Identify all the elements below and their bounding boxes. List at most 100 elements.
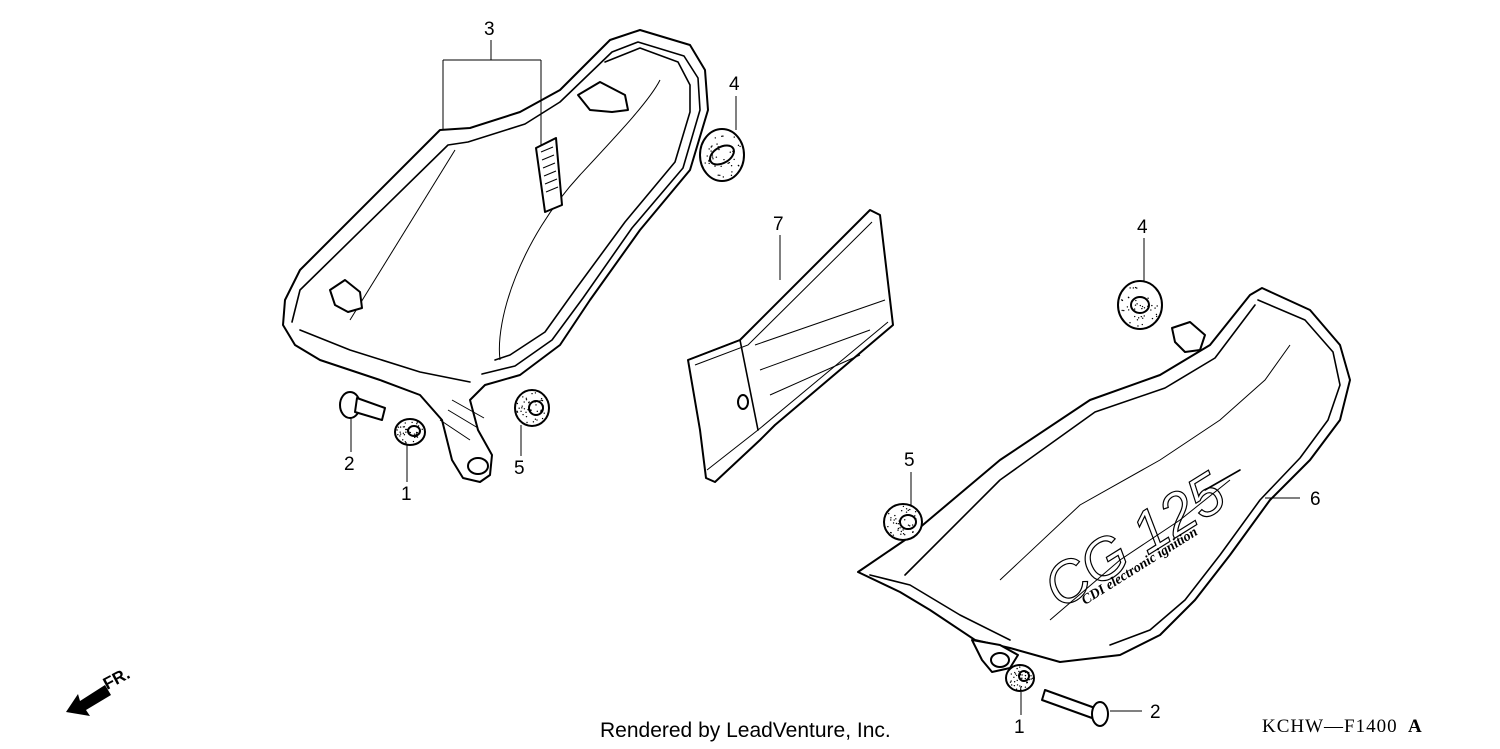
rubber-texture-dot: [529, 409, 531, 411]
rubber-texture-dot: [1121, 309, 1123, 312]
rubber-texture-dot: [399, 435, 401, 437]
rubber-texture-dot: [1126, 306, 1129, 308]
rubber-texture-dot: [532, 421, 535, 423]
rubber-texture-dot: [732, 150, 734, 152]
rubber-texture-dot: [729, 151, 731, 153]
rubber-texture-dot: [711, 154, 714, 156]
rubber-texture-dot: [739, 145, 741, 148]
rubber-texture-dot: [404, 441, 407, 443]
callout-5-right: 5: [904, 450, 915, 471]
rubber-texture-dot: [405, 442, 407, 444]
rubber-texture-dot: [410, 425, 413, 427]
render-credit: Rendered by LeadVenture, Inc.: [600, 719, 891, 742]
rubber-texture-dot: [708, 160, 710, 162]
rubber-texture-dot: [543, 412, 545, 414]
rubber-texture-dot: [710, 146, 712, 148]
rubber-texture-dot: [523, 408, 526, 410]
rubber-texture-dot: [534, 401, 536, 403]
rubber-texture-dot: [706, 155, 708, 157]
bolt-2-right[interactable]: [1041, 689, 1109, 727]
rubber-texture-dot: [717, 174, 719, 176]
rubber-texture-dot: [518, 407, 520, 409]
rubber-texture-dot: [1146, 305, 1149, 307]
rubber-texture-dot: [900, 533, 902, 535]
rubber-texture-dot: [404, 422, 406, 424]
rubber-texture-dot: [1024, 686, 1027, 688]
rubber-texture-dot: [1018, 676, 1021, 678]
rubber-texture-dot: [535, 404, 537, 406]
rubber-texture-dot: [890, 517, 892, 519]
rubber-texture-dot: [403, 426, 406, 428]
rubber-texture-dot: [525, 399, 528, 401]
grommet-5-right[interactable]: [883, 503, 923, 541]
rubber-texture-dot: [1143, 315, 1145, 317]
rubber-texture-dot: [405, 428, 407, 431]
rubber-texture-dot: [897, 529, 899, 531]
rubber-texture-dot: [721, 135, 723, 137]
rubber-texture-dot: [902, 529, 904, 531]
rubber-texture-dot: [402, 439, 404, 441]
rubber-texture-dot: [1009, 681, 1012, 683]
callout-1-right: 1: [1014, 717, 1025, 738]
left-side-cover[interactable]: [282, 29, 709, 483]
rubber-texture-dot: [396, 429, 398, 431]
grommet-4-upper[interactable]: [699, 128, 745, 182]
right-side-cover[interactable]: CG 125 CDI electronic ignition: [857, 287, 1351, 673]
rubber-texture-dot: [1019, 685, 1021, 687]
rubber-texture-dot: [525, 397, 528, 399]
rubber-texture-dot: [1027, 671, 1030, 674]
rubber-texture-dot: [890, 532, 892, 534]
collar-1-right[interactable]: [1005, 664, 1035, 692]
rubber-texture-dot: [523, 401, 525, 403]
bolt-2-left[interactable]: [339, 391, 386, 421]
rubber-texture-dot: [1134, 304, 1137, 306]
callout-4-upper: 4: [729, 74, 740, 95]
callout-2-right: 2: [1150, 702, 1161, 723]
rubber-texture-dot: [907, 509, 909, 512]
rubber-texture-dot: [900, 530, 903, 533]
rubber-texture-dot: [416, 436, 419, 438]
rubber-texture-dot: [719, 174, 721, 177]
rubber-texture-dot: [412, 440, 415, 443]
rubber-texture-dot: [914, 511, 917, 513]
rubber-texture-dot: [1154, 307, 1156, 309]
rubber-texture-dot: [708, 159, 711, 161]
rubber-texture-dot: [728, 161, 731, 164]
rubber-texture-dot: [730, 165, 733, 167]
rubber-texture-dot: [1150, 309, 1152, 311]
rubber-texture-dot: [522, 413, 524, 416]
rubber-texture-dot: [1030, 675, 1032, 677]
rubber-texture-dot: [711, 145, 713, 147]
rubber-texture-dot: [714, 165, 716, 167]
rubber-texture-dot: [1141, 307, 1143, 310]
rubber-texture-dot: [716, 143, 718, 145]
grommet-5-left[interactable]: [514, 389, 550, 427]
rubber-texture-dot: [527, 408, 529, 411]
rubber-texture-dot: [531, 392, 533, 395]
rubber-texture-dot: [1016, 684, 1019, 686]
rubber-texture-dot: [540, 398, 543, 400]
callout-1-left: 1: [401, 484, 412, 505]
rubber-texture-dot: [521, 407, 523, 409]
rubber-texture-dot: [1121, 299, 1123, 301]
rubber-texture-dot: [1026, 681, 1029, 684]
rubber-texture-dot: [704, 162, 706, 164]
rubber-texture-dot: [415, 433, 418, 435]
rubber-texture-dot: [904, 519, 906, 521]
rubber-texture-dot: [516, 402, 519, 405]
rubber-texture-dot: [897, 527, 900, 530]
rubber-texture-dot: [1019, 687, 1022, 689]
rubber-texture-dot: [1010, 684, 1013, 686]
rubber-texture-dot: [1019, 673, 1022, 676]
rubber-texture-dot: [416, 423, 418, 425]
rubber-texture-dot: [1020, 688, 1022, 691]
rubber-texture-dot: [399, 431, 401, 433]
tool-bag[interactable]: [687, 209, 894, 483]
rubber-texture-dot: [536, 419, 538, 421]
rubber-texture-dot: [907, 524, 910, 526]
rubber-texture-dot: [415, 431, 418, 434]
rubber-texture-dot: [541, 404, 544, 406]
rubber-texture-dot: [1139, 304, 1142, 307]
rubber-texture-dot: [718, 148, 720, 151]
